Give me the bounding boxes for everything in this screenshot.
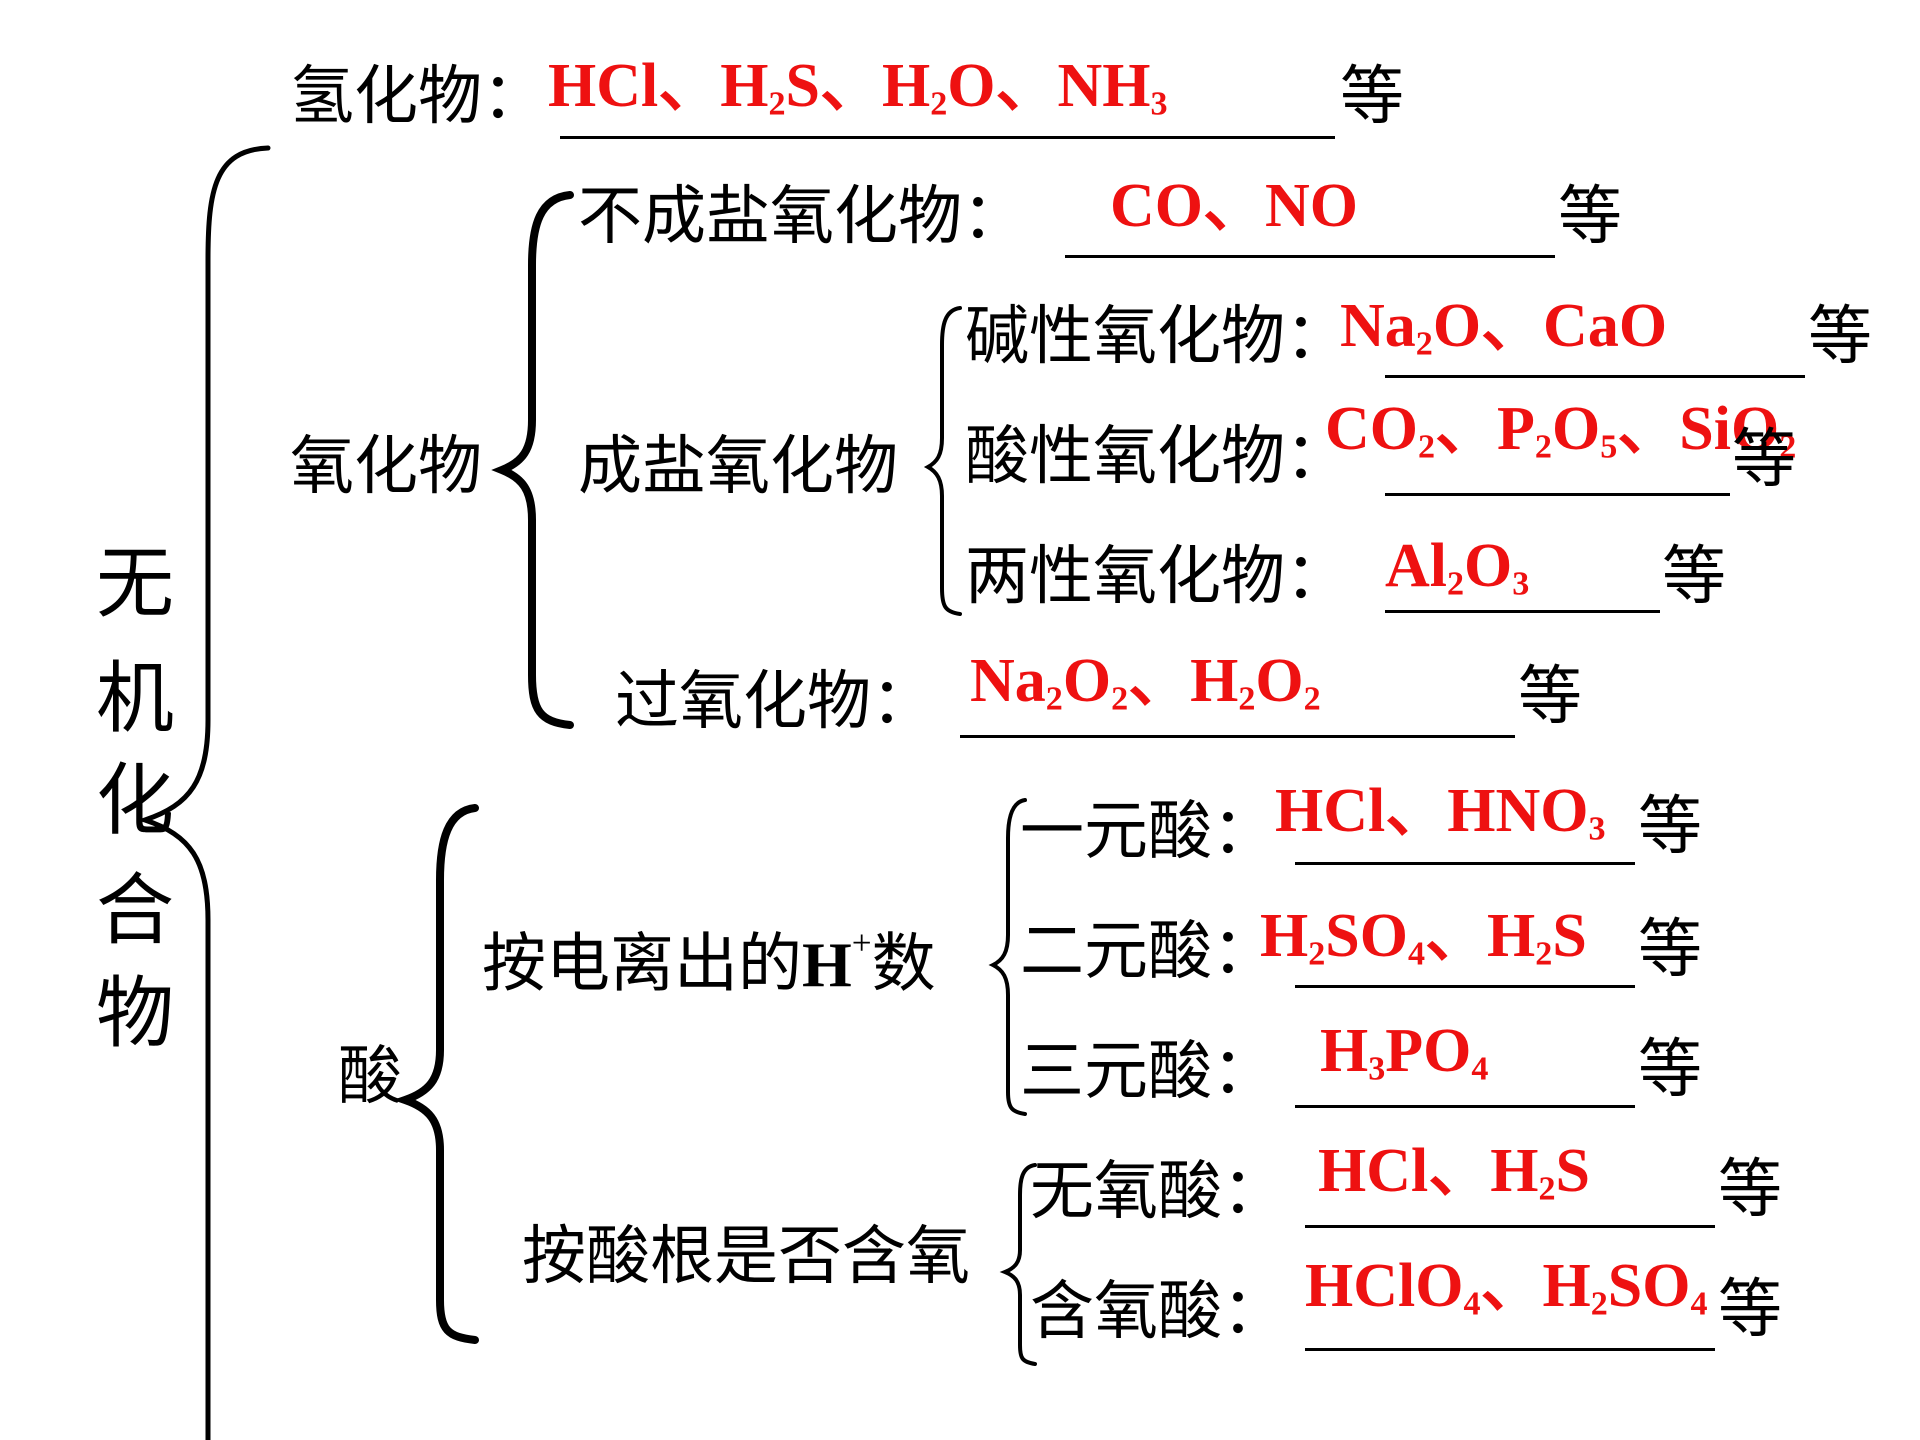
by-h-brace <box>988 798 1027 1116</box>
basic-oxide-answer: Na2O、CaO <box>1340 292 1668 363</box>
hydride-label: 氢化物： <box>290 60 546 134</box>
peroxide-line <box>960 735 1515 738</box>
tri-acid-label: 三元酸： <box>1020 1035 1276 1109</box>
root-char: 化 <box>95 756 174 846</box>
amphoteric-oxide-deng: 等 <box>1662 540 1726 614</box>
oxygen-acid-line <box>1305 1348 1715 1351</box>
root-brace <box>137 145 271 1440</box>
oxygen-acid-label: 含氧酸： <box>1030 1275 1286 1349</box>
by-oxygen-brace <box>999 1163 1037 1366</box>
root-char: 物 <box>95 969 174 1059</box>
by-h-label: 按电离出的H+数 <box>482 923 936 1002</box>
basic-oxide-line <box>1385 375 1805 378</box>
di-acid-deng: 等 <box>1638 913 1702 987</box>
oxide-label: 氧化物 <box>290 430 482 504</box>
non-salt-oxide-line <box>1065 255 1555 258</box>
mono-acid-label: 一元酸： <box>1020 795 1276 869</box>
root-char: 机 <box>95 654 174 744</box>
hydride-answer: HCl、H2S、H2O、NH3 <box>548 52 1168 123</box>
root-char: 合 <box>95 866 174 956</box>
hydride-answer-line <box>560 136 1335 139</box>
oxygen-free-acid-label: 无氧酸： <box>1030 1155 1286 1229</box>
basic-oxide-deng: 等 <box>1808 300 1872 374</box>
acid-label: 酸 <box>338 1040 402 1114</box>
acid-brace <box>392 804 479 1344</box>
amphoteric-oxide-line <box>1385 610 1660 613</box>
acidic-oxide-label: 酸性氧化物： <box>965 420 1349 494</box>
hydride-deng: 等 <box>1340 60 1404 134</box>
di-acid-line <box>1295 985 1635 988</box>
mono-acid-deng: 等 <box>1638 790 1702 864</box>
tri-acid-answer: H3PO4 <box>1320 1017 1489 1088</box>
di-acid-answer: H2SO4、H2S <box>1260 902 1587 973</box>
peroxide-label: 过氧化物： <box>615 665 935 739</box>
di-acid-label: 二元酸： <box>1020 915 1276 989</box>
salt-oxide-label: 成盐氧化物 <box>578 430 898 504</box>
peroxide-answer: Na2O2、H2O2 <box>970 647 1321 718</box>
amphoteric-oxide-label: 两性氧化物： <box>965 540 1349 614</box>
tri-acid-deng: 等 <box>1638 1033 1702 1107</box>
oxygen-acid-deng: 等 <box>1718 1273 1782 1347</box>
oxygen-free-acid-answer: HCl、H2S <box>1318 1137 1590 1208</box>
acidic-oxide-deng: 等 <box>1732 423 1796 497</box>
salt-oxide-brace <box>923 306 962 616</box>
root-char: 无 <box>95 539 174 629</box>
tri-acid-line <box>1295 1105 1635 1108</box>
non-salt-oxide-deng: 等 <box>1558 180 1622 254</box>
oxygen-acid-answer: HClO4、H2SO4 <box>1305 1252 1708 1323</box>
oxygen-free-acid-deng: 等 <box>1718 1153 1782 1227</box>
by-oxygen-label: 按酸根是否含氧 <box>522 1220 970 1294</box>
acidic-oxide-line <box>1385 493 1730 496</box>
basic-oxide-label: 碱性氧化物： <box>965 300 1349 374</box>
oxide-brace <box>491 191 574 729</box>
mono-acid-line <box>1295 862 1635 865</box>
non-salt-oxide-label: 不成盐氧化物： <box>578 180 1026 254</box>
mono-acid-answer: HCl、HNO3 <box>1275 777 1606 848</box>
non-salt-oxide-answer: CO、NO <box>1110 172 1359 240</box>
amphoteric-oxide-answer: Al2O3 <box>1385 532 1530 603</box>
acidic-oxide-answer: CO2、P2O5、SiO2 <box>1325 395 1797 466</box>
oxygen-free-acid-line <box>1305 1225 1715 1228</box>
peroxide-deng: 等 <box>1518 660 1582 734</box>
